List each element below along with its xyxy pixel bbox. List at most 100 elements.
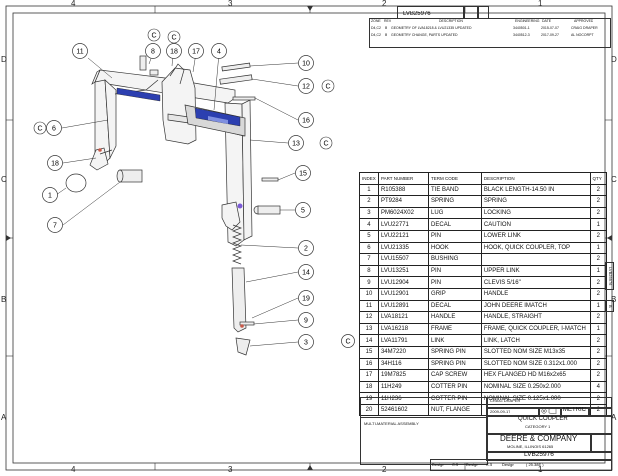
callout-4: 4 <box>211 43 227 59</box>
rev-hdr-eng: ENGINEERING <box>515 19 540 23</box>
parts-cell-qty: 2 <box>589 345 608 359</box>
cotter-highlight <box>98 148 102 152</box>
parts-cell-part-number: PM6024X02 <box>377 206 430 220</box>
parts-cell-part-number: LVU22121 <box>377 229 430 243</box>
parts-hdr-index: INDEX <box>359 172 379 185</box>
parts-cell-index: 1 <box>359 183 379 197</box>
title-block: MULTI-MATERIAL ASSEMBLY CRAIG DRAPER 200… <box>360 397 612 471</box>
parts-cell-part-number: 34M7220 <box>377 345 430 359</box>
revision-drawing-number: LVB25976 <box>403 11 431 17</box>
parts-cell-part-number: LVA18121 <box>377 311 430 324</box>
callout-17: 17 <box>188 43 204 59</box>
parts-cell-term-code: GRIP <box>428 287 482 301</box>
parts-cell-term-code: COTTER PIN <box>428 380 482 394</box>
parts-cell-qty: 2 <box>589 229 608 243</box>
zone-bottom-3: 3 <box>228 465 233 474</box>
zone-bottom-2: 2 <box>382 465 387 474</box>
title-location: MOLINE, ILLINOIS 61265 <box>507 444 554 449</box>
parts-cell-term-code: CAP SCREW <box>428 369 482 382</box>
callout-number: 3 <box>304 340 308 347</box>
zone-left-d: D <box>1 55 7 64</box>
callout-number: 11 <box>76 49 83 56</box>
callout-number: 18 <box>170 49 178 56</box>
parts-cell-part-number: 11H249 <box>377 380 430 394</box>
rev-row1-zone: D4,C2 <box>371 26 381 30</box>
parts-cell-index: 14 <box>359 334 379 347</box>
zone-left-a: A <box>1 413 7 422</box>
parts-cell-part-number: 34H116 <box>377 357 430 371</box>
coupler-frame-drawing <box>89 63 253 247</box>
parts-cell-term-code: PIN <box>428 276 482 289</box>
parts-cell-part-number: LVU21335 <box>377 241 430 255</box>
zone-right-b: B <box>611 295 617 304</box>
rev-hdr-zone: ZONE <box>371 19 381 23</box>
callout-2: 2 <box>298 240 314 256</box>
parts-cell-description: JOHN DEERE IMATCH <box>480 299 591 313</box>
title-footer-4: C.5 <box>486 462 493 467</box>
parts-cell-part-number: R105388 <box>377 183 430 197</box>
title-footer-2: C.5 <box>452 462 459 467</box>
rev-row2-eng: 3440512-3 <box>513 33 530 37</box>
parts-cell-part-number: LVU12904 <box>377 276 430 289</box>
parts-cell-qty: 2 <box>589 334 608 347</box>
callout-number: 15 <box>299 171 307 178</box>
parts-cell-index: 4 <box>359 218 379 231</box>
zone-top-2: 2 <box>382 0 387 8</box>
parts-cell-part-number: LVA16218 <box>377 322 430 336</box>
callout-number: 10 <box>302 61 310 68</box>
leader-lines <box>55 52 299 347</box>
rev-row1-rev: B <box>385 26 388 30</box>
parts-cell-qty: 2 <box>589 287 608 301</box>
callout-12: 12 <box>298 78 314 94</box>
callout-number: 17 <box>192 49 200 56</box>
parts-cell-term-code: BUSHING <box>428 253 482 266</box>
callout-number: 6 <box>52 126 56 133</box>
parts-hdr-description: DESCRIPTION <box>480 172 591 185</box>
parts-cell-qty: 1 <box>589 241 608 255</box>
zone-bottom-1: 1 <box>538 465 543 474</box>
small-parts <box>65 55 281 356</box>
parts-cell-term-code: LINK <box>428 334 482 347</box>
rev-hdr-desc: DESCRIPTION <box>439 19 463 23</box>
title-footer-5: Design <box>502 462 515 467</box>
parts-cell-index: 10 <box>359 287 379 301</box>
rev-row2-rev: B <box>385 33 388 37</box>
parts-cell-description: CLEVIS 5/16" <box>480 276 591 289</box>
parts-cell-term-code: SPRING PIN <box>428 357 482 371</box>
parts-cell-term-code: HOOK <box>428 241 482 255</box>
parts-cell-index: 17 <box>359 369 379 382</box>
rev-hdr-rev: REV <box>384 19 392 23</box>
title-company: DEERE & COMPANY <box>500 434 578 443</box>
pivot-highlight <box>237 203 243 209</box>
callout-19: 19 <box>298 290 314 306</box>
parts-cell-part-number: LVU22771 <box>377 218 430 231</box>
title-drawing-number: LVB25976 <box>524 451 554 458</box>
zone-bottom-4: 4 <box>71 465 76 474</box>
zone-right-c: C <box>611 175 617 184</box>
projection-symbol-icon <box>541 408 557 414</box>
parts-cell-qty: 2 <box>589 357 608 371</box>
parts-cell-part-number: PT9284 <box>377 195 430 208</box>
parts-cell-qty: 2 <box>589 183 608 197</box>
side-tab-drawing-number: LVB25976 <box>605 262 614 290</box>
rev-row1-approved: CRAIG DRAPER <box>571 26 598 30</box>
callout-11: 11 <box>72 43 88 59</box>
parts-cell-index: 3 <box>359 206 379 220</box>
parts-cell-description: UPPER LINK <box>480 264 591 278</box>
title-footer-3: Design <box>466 462 479 467</box>
callout-number: 13 <box>292 141 300 148</box>
zone-top-3: 3 <box>228 0 233 8</box>
callout-number: 19 <box>302 296 310 303</box>
callout-number: 9 <box>304 318 308 325</box>
rev-row2-zone: D4,C2 <box>371 33 381 37</box>
parts-cell-description: NOMINAL SIZE 0.250x2.000 <box>480 380 591 394</box>
callout-16: 16 <box>298 112 314 128</box>
callout-number: 14 <box>302 270 310 277</box>
